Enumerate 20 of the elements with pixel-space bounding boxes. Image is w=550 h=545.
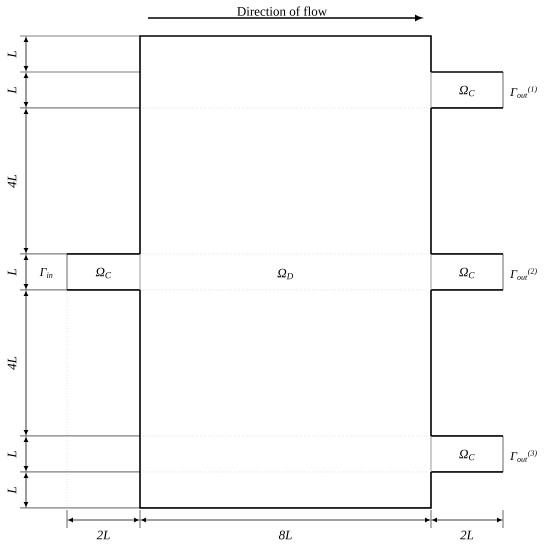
dimension-label: 8L <box>278 530 292 540</box>
dimension-label: 2L <box>96 530 110 540</box>
domain-box: Ω$_{D}$ <box>139 35 432 509</box>
dimension-label: L <box>8 86 16 94</box>
channel-box: Ω$_{C}$ <box>430 435 504 473</box>
dimension-label: 2L <box>460 530 474 540</box>
channel-box: Ω$_{C}$ <box>430 253 504 291</box>
boundary-label: Γ$_{out}$(3) <box>510 450 537 462</box>
dimension-label: L <box>8 50 16 58</box>
channel-box: Ω$_{C}$ <box>66 253 141 291</box>
boundary-label: Γ$_{out}$(2) <box>510 268 537 280</box>
dimension-label: 4L <box>8 174 16 188</box>
channel-box: Ω$_{C}$ <box>430 71 504 109</box>
boundary-label: Γ$_{in}$ <box>40 268 52 278</box>
dimension-label: L <box>8 486 16 494</box>
boundary-label: Γ$_{out}$(1) <box>510 86 537 98</box>
dimension-label: L <box>8 268 16 276</box>
direction-label: Direction of flow <box>237 6 328 16</box>
dimension-label: L <box>8 450 16 458</box>
dimension-label: 4L <box>8 356 16 370</box>
